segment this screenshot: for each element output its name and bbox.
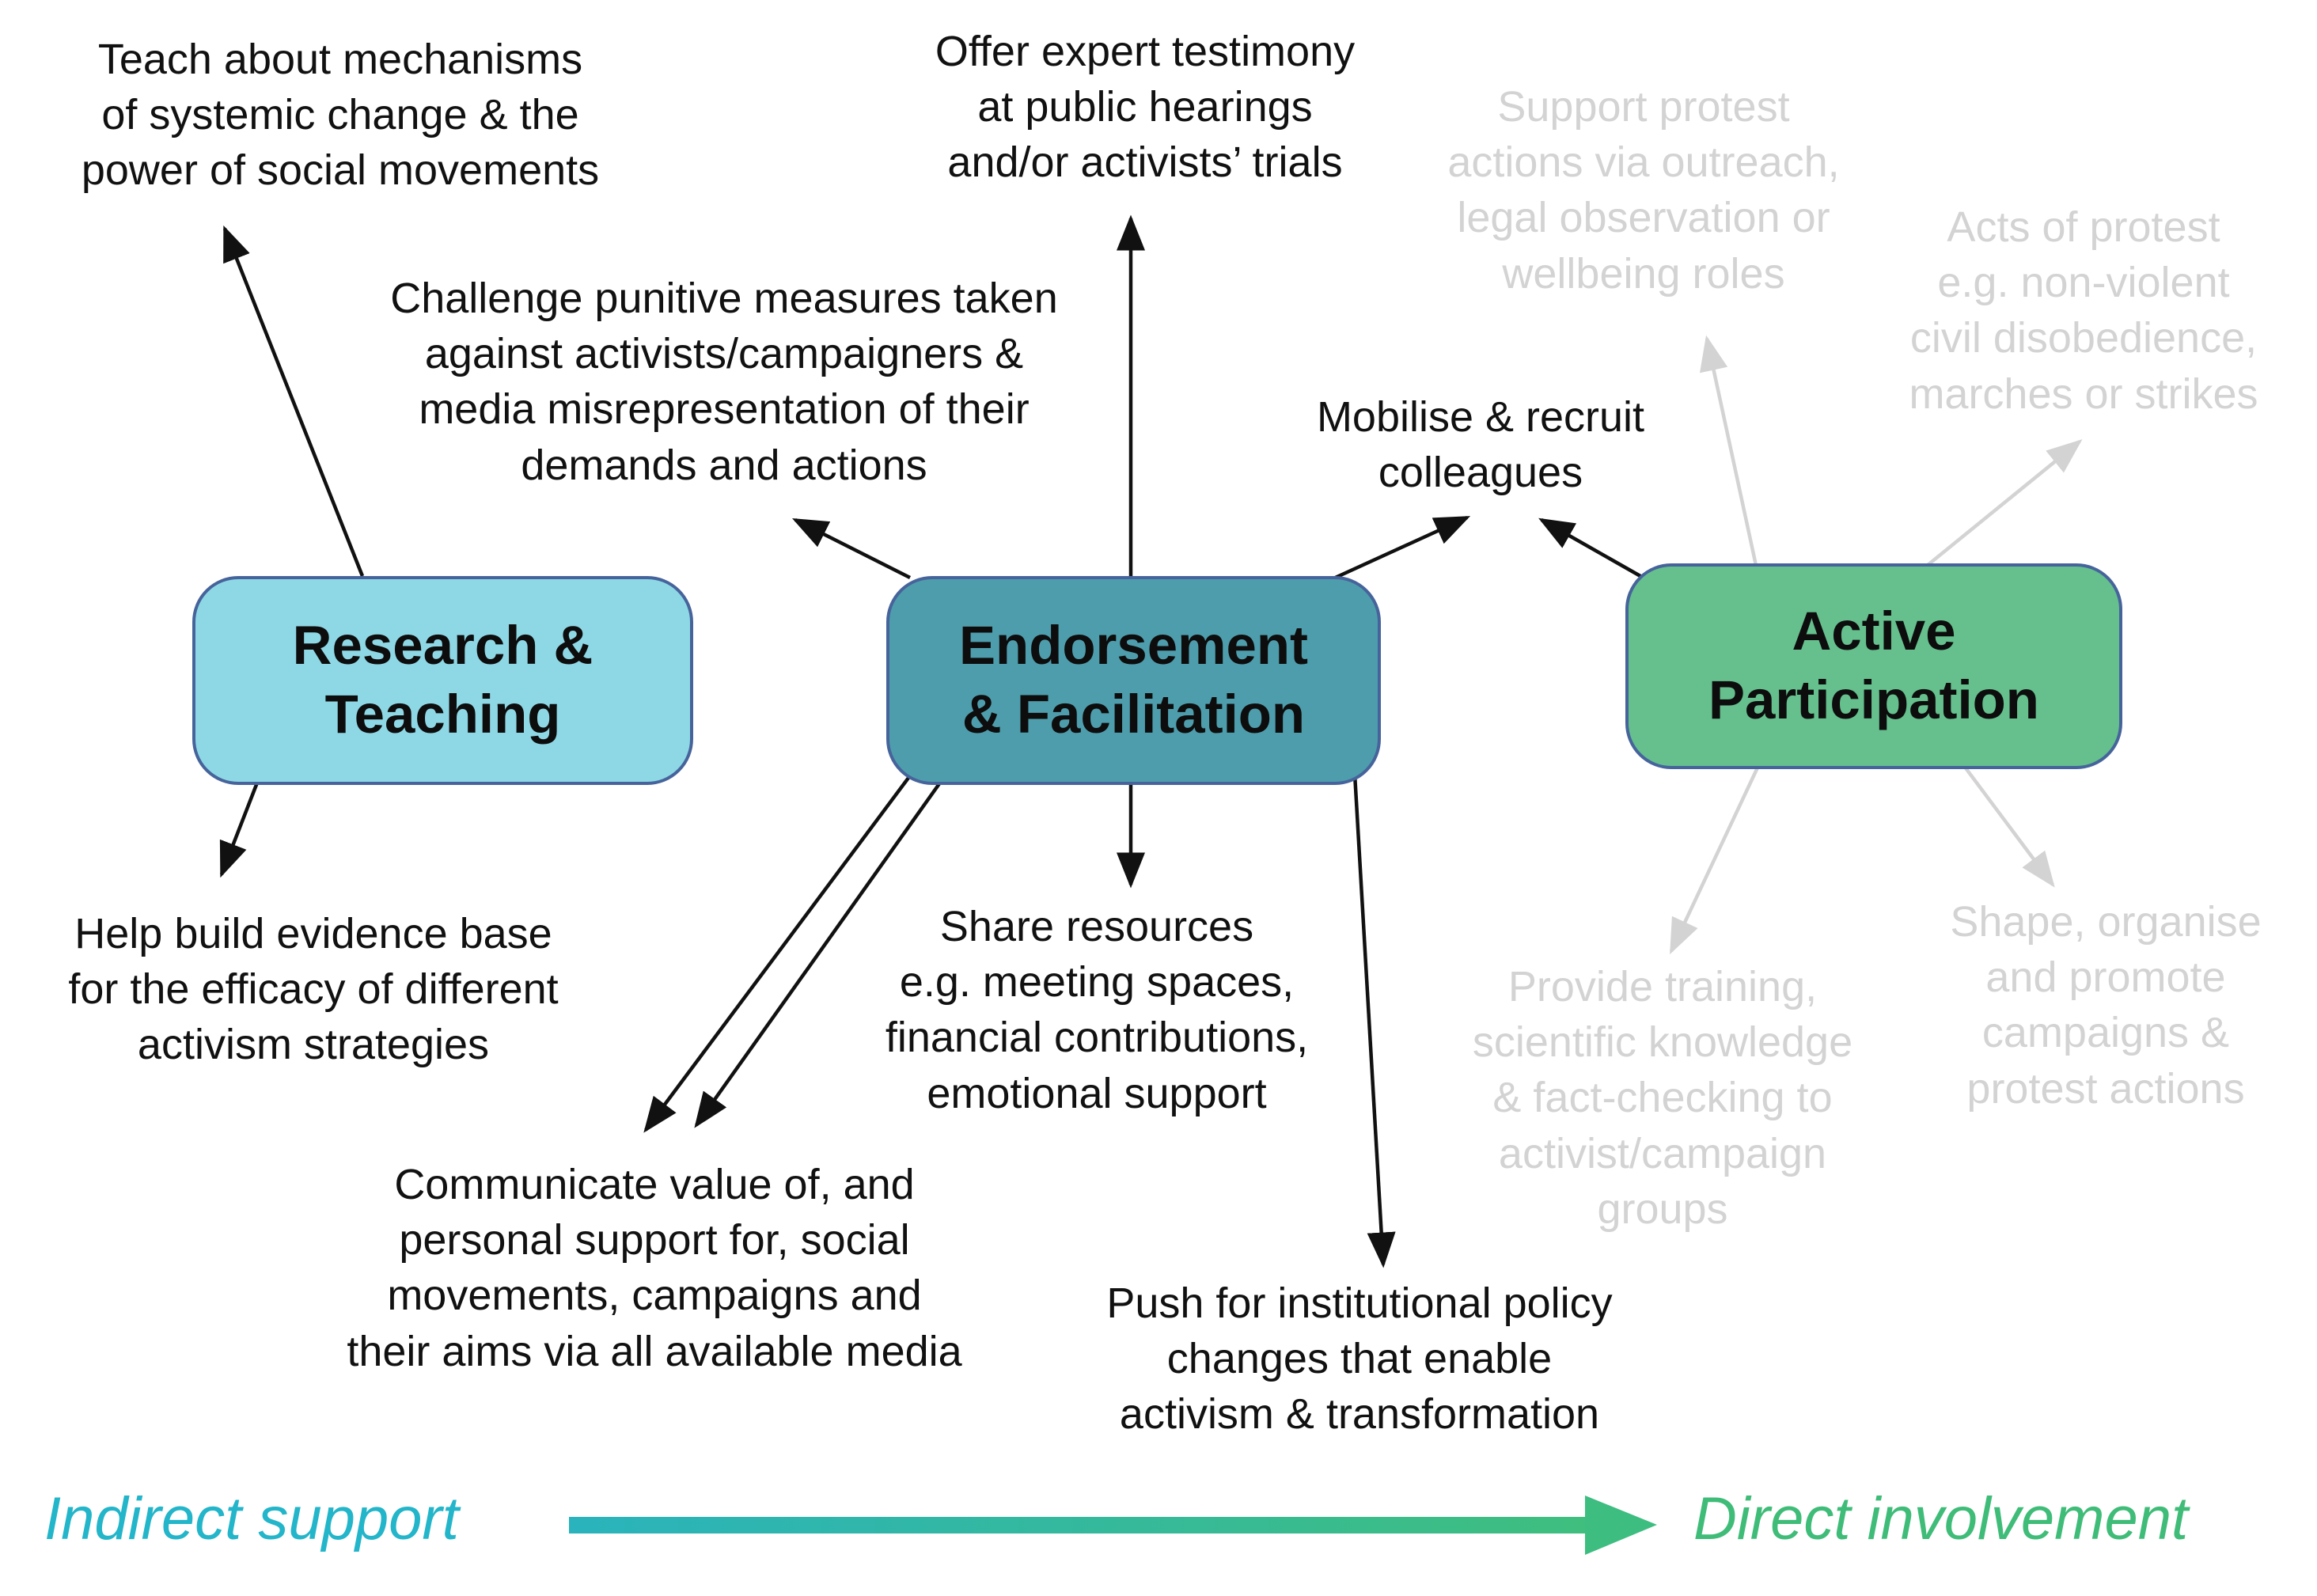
arrow-ef-to-challenge	[791, 517, 912, 580]
node-endorsement-facilitation: Endorsement & Facilitation	[886, 576, 1381, 785]
arrow-ef-to-communicate-1	[643, 770, 915, 1133]
arrow-rt-to-help-build	[219, 778, 261, 878]
arrow-ef-to-mobilise	[1331, 515, 1471, 582]
spectrum-arrow-head	[1585, 1496, 1657, 1555]
label-share-resources: Share resources e.g. meeting spaces, fin…	[885, 903, 1309, 1117]
node-research-teaching: Research & Teaching	[192, 576, 693, 785]
label-offer-testimony: Offer expert testimony at public hearing…	[935, 28, 1356, 187]
arrow-ap-to-mobilise	[1538, 517, 1648, 581]
spectrum-arrow-shaft	[569, 1517, 1587, 1533]
label-provide-training: Provide training, scientific knowledge &…	[1472, 963, 1853, 1233]
label-push-policy: Push for institutional policy changes th…	[1106, 1279, 1613, 1439]
label-mobilise-recruit: Mobilise & recruit colleagues	[1316, 393, 1645, 497]
label-teach-mechanisms: Teach about mechanisms of systemic chang…	[81, 36, 600, 195]
label-support-protest: Support protest actions via outreach, le…	[1447, 83, 1840, 298]
label-help-build-evidence: Help build evidence base for the efficac…	[68, 910, 559, 1069]
axis-label-direct-involvement: Direct involvement	[1693, 1485, 2189, 1552]
node-active-participation: Active Participation	[1625, 563, 2122, 769]
arrow-ap-to-shape-organise	[1962, 764, 2055, 888]
arrow-rt-to-teach	[222, 225, 365, 577]
axis-label-indirect-support: Indirect support	[44, 1485, 459, 1552]
arrow-ef-to-push-policy	[1352, 773, 1396, 1268]
arrow-ef-to-communicate-2	[694, 770, 950, 1128]
arrow-ap-to-support-protest	[1699, 335, 1759, 570]
arrow-ap-to-acts-of-protest	[1921, 439, 2083, 571]
arrow-ap-to-provide-training	[1669, 765, 1761, 955]
label-challenge-punitive: Challenge punitive measures taken agains…	[390, 275, 1058, 489]
label-acts-of-protest: Acts of protest e.g. non-violent civil d…	[1909, 203, 2258, 418]
label-communicate-value: Communicate value of, and personal suppo…	[347, 1161, 962, 1375]
label-shape-organise: Shape, organise and promote campaigns & …	[1950, 898, 2262, 1113]
